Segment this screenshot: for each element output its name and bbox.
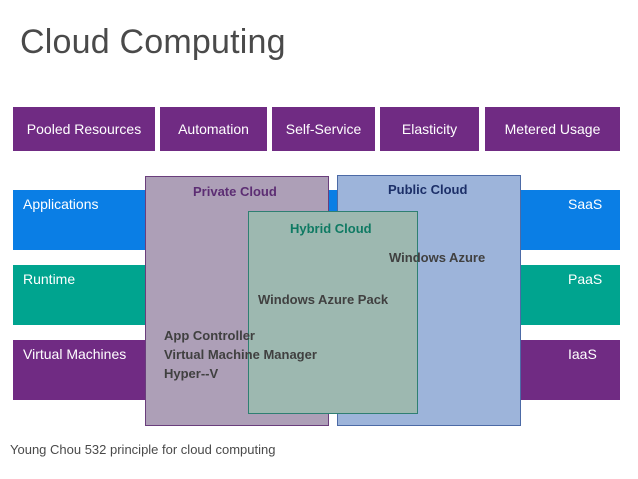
characteristic-label: Elasticity [401, 121, 458, 137]
hybrid-cloud-title: Hybrid Cloud [290, 221, 372, 236]
windows-azure-label: Windows Azure [389, 250, 486, 265]
characteristic-metered-usage: Metered Usage [485, 107, 620, 151]
hyper-v-label: Hyper--V [164, 366, 219, 381]
windows-azure-pack-label: Windows Azure Pack [258, 292, 389, 307]
layer-label-paas: PaaS [568, 271, 603, 287]
slide-title: Cloud Computing [20, 23, 286, 61]
layer-label-saas: SaaS [568, 196, 603, 212]
characteristic-label: Pooled Resources [26, 121, 142, 137]
characteristic-label: Self-Service [285, 121, 362, 137]
characteristic-pooled-resources: Pooled Resources [13, 107, 155, 151]
hybrid-cloud-box: Hybrid Cloud [248, 211, 418, 414]
characteristic-label: Metered Usage [504, 121, 601, 137]
layer-label-iaas: IaaS [568, 346, 597, 362]
private-cloud-title: Private Cloud [193, 184, 277, 199]
characteristic-elasticity: Elasticity [380, 107, 479, 151]
characteristic-self-service: Self-Service [272, 107, 375, 151]
characteristic-label: Automation [178, 121, 249, 137]
public-cloud-title: Public Cloud [388, 182, 468, 197]
characteristic-automation: Automation [160, 107, 267, 151]
caption: Young Chou 532 principle for cloud compu… [10, 442, 276, 457]
app-controller-label: App Controller [164, 328, 255, 343]
virtual-machine-manager-label: Virtual Machine Manager [164, 347, 317, 362]
layer-label-virtual-machines: Virtual Machines [23, 346, 127, 362]
layer-label-runtime: Runtime [23, 271, 76, 287]
layer-label-applications: Applications [23, 196, 99, 212]
